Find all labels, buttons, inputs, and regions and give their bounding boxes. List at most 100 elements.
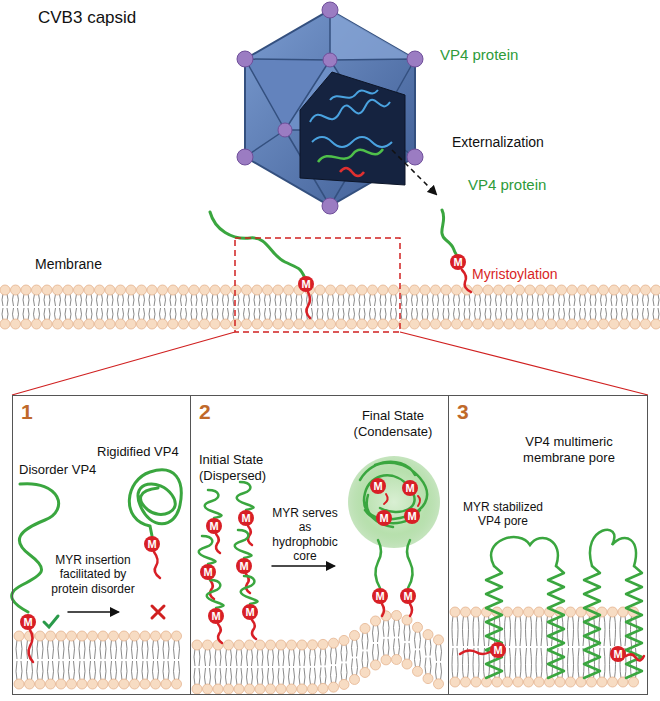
lipid-tail (212, 308, 218, 320)
lipid-head (35, 679, 45, 689)
lipid-tail (55, 294, 61, 306)
lipid-tail (275, 294, 281, 306)
lipid-head (557, 285, 567, 295)
myristoyl-marker: M (144, 536, 160, 552)
myristoyl-marker: M (206, 518, 222, 534)
lipid-head (452, 319, 462, 329)
lipid-tail (149, 294, 155, 306)
lipid-head (494, 319, 504, 329)
lipid-tail (320, 667, 326, 684)
lipid-head (578, 319, 588, 329)
lipid-head (641, 319, 651, 329)
lipid-head (42, 285, 52, 295)
lipid-head (471, 607, 481, 617)
lipid-head (130, 631, 140, 641)
lipid-tail (331, 647, 337, 664)
lipid-head (462, 319, 472, 329)
lipid-head (368, 285, 378, 295)
lipid-tail (37, 640, 43, 659)
lipid-tail (370, 294, 376, 306)
lipid-head (389, 319, 399, 329)
lipid-tail (268, 668, 274, 685)
lipid-tail (632, 308, 638, 320)
lipid-head (350, 674, 360, 684)
lipid-tail (341, 644, 347, 661)
lipid-head (234, 640, 244, 650)
lipid-tail (153, 640, 159, 659)
lipid-tail (128, 294, 134, 306)
lipid-tail (496, 308, 502, 320)
lipid-head (609, 285, 619, 295)
lipid-head (318, 639, 328, 649)
lipid-tail (328, 294, 334, 306)
lipid-head (35, 631, 45, 641)
lipid-tail (643, 308, 649, 320)
lipid-tail (632, 294, 638, 306)
lipid-head (461, 677, 471, 687)
lipid-head (378, 319, 388, 329)
lipid-head (0, 319, 10, 329)
lipid-head (597, 677, 607, 687)
lipid-head (252, 285, 262, 295)
myristoyl-marker: M (372, 588, 388, 604)
lipid-tail (34, 294, 40, 306)
lipid-head (441, 319, 451, 329)
lipid-tail (254, 308, 260, 320)
lipid-head (273, 285, 283, 295)
helix (548, 566, 564, 678)
myr-tail (252, 620, 256, 639)
lipid-tail (317, 294, 323, 306)
lipid-tail (464, 308, 470, 320)
lipid-head (402, 659, 412, 669)
lipid-head (461, 607, 471, 617)
lipid-head (578, 285, 588, 295)
lipid-tail (48, 661, 54, 680)
lipid-tail (370, 308, 376, 320)
lipid-tail (373, 625, 379, 642)
lipid-tail (338, 294, 344, 306)
lipid-head (315, 285, 325, 295)
lipid-head (329, 638, 339, 648)
lipid-head (189, 285, 199, 295)
lipid-head (255, 640, 265, 650)
lipid-tail (475, 294, 481, 306)
lipid-tail (526, 648, 532, 678)
myristoyl-marker: M (208, 608, 224, 624)
lipid-head (98, 631, 108, 641)
lipid-head (339, 635, 349, 645)
lipid-head (242, 285, 252, 295)
lipid-tail (359, 308, 365, 320)
lipid-tail (538, 308, 544, 320)
lipid-tail (90, 661, 96, 680)
lipid-tail (485, 294, 491, 306)
lipid-head (224, 684, 234, 694)
lipid-head (74, 285, 84, 295)
lipid-head (347, 319, 357, 329)
lipid-head (326, 285, 336, 295)
lipid-tail (425, 639, 431, 656)
lipid-head (392, 610, 402, 620)
lipid-head (213, 684, 223, 694)
myristoyl-marker: M (242, 604, 258, 620)
lipid-tail (226, 649, 232, 666)
lipid-tail (160, 308, 166, 320)
lipid-head (423, 674, 433, 684)
lipid-head (105, 285, 115, 295)
modification-label: Myristoylation (472, 266, 558, 283)
lipid-tail (611, 308, 617, 320)
lipid-head (504, 285, 514, 295)
lipid-head (42, 319, 52, 329)
lipid-head (105, 319, 115, 329)
lipid-tail (194, 649, 200, 666)
lipid-tail (362, 651, 368, 668)
panel2-art (199, 456, 440, 643)
lipid-head (252, 319, 262, 329)
lipid-head (629, 677, 639, 687)
lipid-tail (37, 661, 43, 680)
lipid-head (305, 319, 315, 329)
lipid-head (158, 319, 168, 329)
lipid-tail (111, 640, 117, 659)
lipid-head (420, 285, 430, 295)
lipid-head (566, 677, 576, 687)
lipid-head (503, 677, 513, 687)
